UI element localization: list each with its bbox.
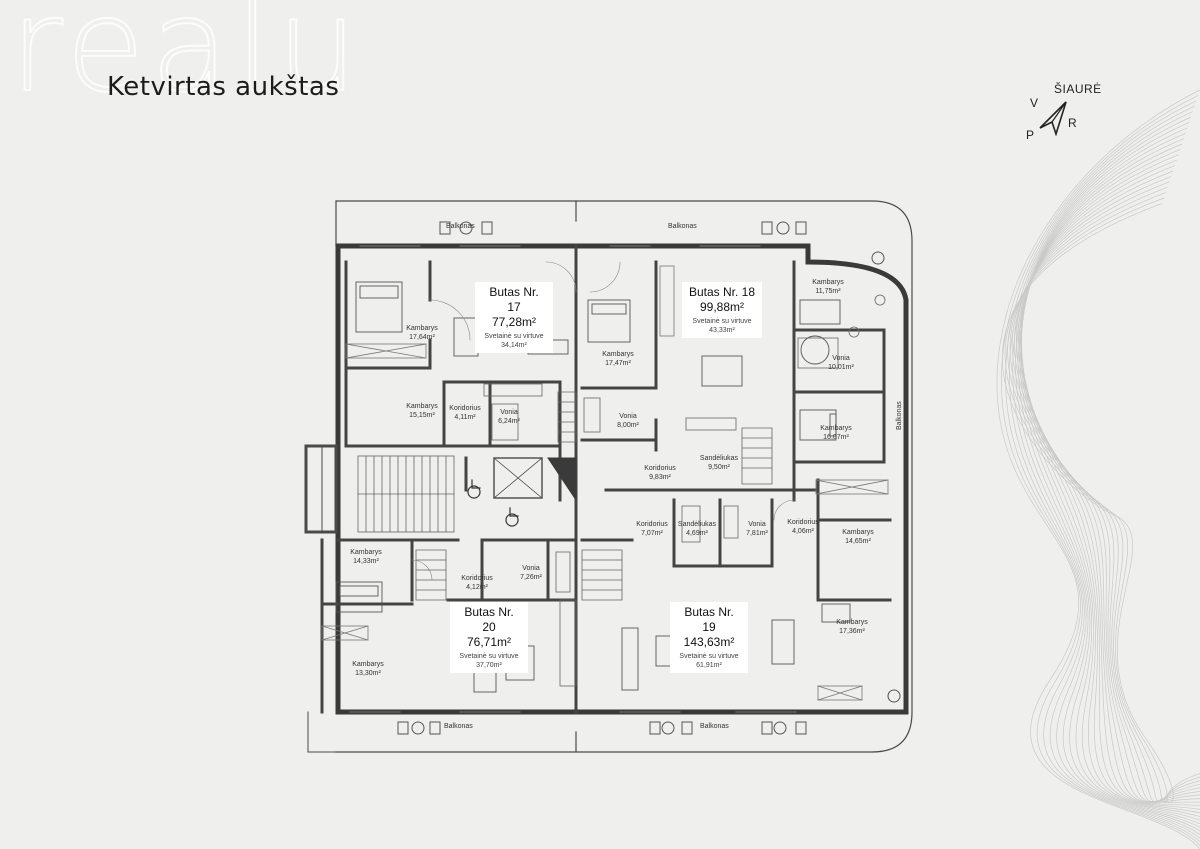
compass-north-label: ŠIAURĖ <box>1054 82 1102 96</box>
apartment-area: 143,63m² <box>683 635 735 649</box>
contour-line <box>1014 176 1200 802</box>
contour-line <box>1016 170 1200 802</box>
apartment-label-18: Butas Nr. 18 99,88m² Svetainė su virtuve… <box>682 282 762 338</box>
apartment-number: Butas Nr. 18 <box>688 285 756 299</box>
apartment-area: 77,28m² <box>491 315 537 329</box>
balcony-label: Balkonas <box>446 223 475 230</box>
compass-west-label: V <box>1030 96 1039 110</box>
living-room-area: 34,14m² <box>501 342 527 349</box>
contour-line <box>1001 95 1200 846</box>
compass-east-label: R <box>1068 116 1077 130</box>
living-room-area: 37,70m² <box>476 662 502 669</box>
contour-line <box>1007 192 1200 803</box>
compass-arrow-icon <box>1039 101 1067 136</box>
apartment-label-17: Butas Nr. 17 77,28m² Svetainė su virtuve… <box>475 282 553 353</box>
page-title: Ketvirtas aukštas <box>107 72 340 102</box>
apartment-area: 76,71m² <box>466 635 512 649</box>
apartment-label-20: Butas Nr. 20 76,71m² Svetainė su virtuve… <box>450 602 528 673</box>
contour-line <box>996 89 1200 849</box>
balcony-label: Balkonas <box>444 723 473 730</box>
contour-line <box>1009 186 1200 803</box>
apartment-number: Butas Nr. 17 <box>489 285 539 314</box>
living-room-label: Svetainė su virtuve <box>484 333 544 340</box>
apartment-label-19: Butas Nr. 19 143,63m² Svetainė su virtuv… <box>670 602 748 673</box>
balcony-label: Balkonas <box>896 401 903 430</box>
living-room-area: 43,33m² <box>709 327 735 334</box>
apartment-area: 99,88m² <box>699 300 745 314</box>
contour-line <box>1017 165 1200 803</box>
balcony-label: Balkonas <box>700 723 729 730</box>
contour-line <box>1018 159 1200 804</box>
living-room-area: 61,91m² <box>696 662 722 669</box>
contour-line <box>1017 122 1200 828</box>
living-room-label: Svetainė su virtuve <box>679 653 739 660</box>
contour-line <box>1005 100 1200 843</box>
contour-line <box>1009 105 1200 839</box>
living-room-label: Svetainė su virtuve <box>459 653 519 660</box>
contour-line <box>1011 181 1200 802</box>
apartment-number: Butas Nr. 20 <box>464 605 514 634</box>
contour-line <box>1015 116 1200 832</box>
apartment-number: Butas Nr. 19 <box>684 605 734 634</box>
balcony-label: Balkonas <box>668 223 697 230</box>
contour-line <box>1002 203 1200 804</box>
compass-south-label: P <box>1026 128 1035 142</box>
brand-watermark: realu <box>9 0 364 122</box>
living-room-label: Svetainė su virtuve <box>692 318 752 325</box>
contour-line <box>1012 111 1200 835</box>
compass: ŠIAURĖ V R P <box>1020 78 1130 148</box>
